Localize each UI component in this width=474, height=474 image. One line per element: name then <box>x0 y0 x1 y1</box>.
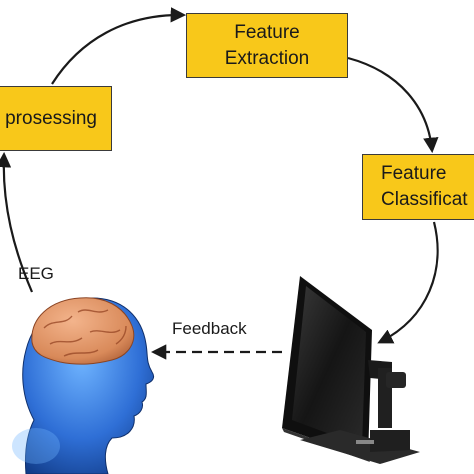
human-head-with-brain-icon <box>12 297 155 474</box>
feature-classification-box: Feature Classificat <box>362 154 474 220</box>
feature-extraction-box: Feature Extraction <box>186 13 348 78</box>
arrow-classification-to-monitor <box>377 221 439 344</box>
feedback-label: Feedback <box>172 319 247 338</box>
arrow-extraction-to-classification <box>347 56 439 154</box>
preprocessing-label: prosessing <box>5 107 97 129</box>
eeg-label: EEG <box>18 264 54 283</box>
feature-extraction-line-1: Feature <box>234 21 300 43</box>
arrow-preprocessing-to-extraction <box>51 7 187 85</box>
arrow-eeg-to-preprocessing <box>0 151 34 293</box>
preprocessing-box: prosessing <box>0 86 112 151</box>
feature-classification-line-2: Classificat <box>381 189 468 210</box>
feature-extraction-line-2: Extraction <box>224 47 310 69</box>
computer-monitor-icon <box>282 276 420 464</box>
feature-classification-line-1: Feature <box>381 163 447 184</box>
